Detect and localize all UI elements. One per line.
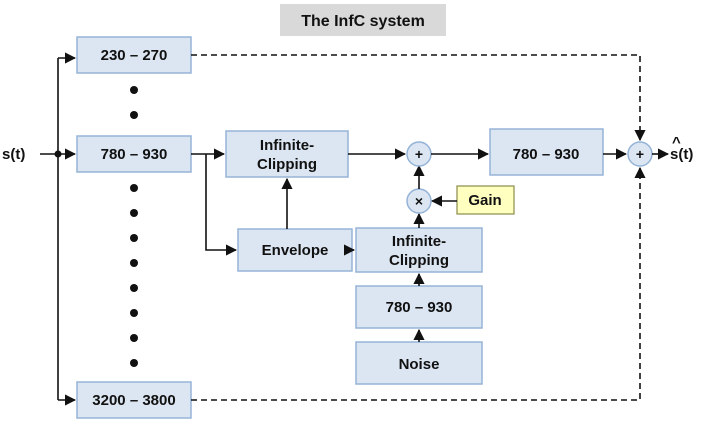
gain-block: Gain <box>456 185 515 215</box>
final-adder-symbol: + <box>636 146 644 162</box>
input-signal-label: s(t) <box>2 146 25 163</box>
output-signal-label: s(t) <box>670 146 693 163</box>
output-filter-label: 780 – 930 <box>513 146 580 163</box>
band-bottom-label: 3200 – 3800 <box>92 392 175 409</box>
envelope-block: Envelope <box>237 228 353 272</box>
noise-label: Noise <box>399 356 440 373</box>
infinite-clipping-block-2: Infinite- Clipping <box>355 227 483 273</box>
clip1-line2: Clipping <box>257 156 317 173</box>
middle-to-envelope-arrow <box>205 154 238 256</box>
title-group: The InfC system <box>280 4 446 36</box>
diagram-title: The InfC system <box>301 13 425 30</box>
multiplier-symbol: × <box>415 193 423 209</box>
band-filter-bottom: 3200 – 3800 <box>76 381 192 419</box>
gain-label: Gain <box>468 192 501 209</box>
noise-filter-label: 780 – 930 <box>386 299 453 316</box>
bottom-band-bypass-dashed <box>191 166 646 401</box>
band-middle-label: 780 – 930 <box>101 146 168 163</box>
ellipsis-dots-lower <box>130 184 138 367</box>
clip2-line2: Clipping <box>389 252 449 269</box>
output-filter-block: 780 – 930 <box>489 128 604 176</box>
multiplier-node: × <box>406 188 432 214</box>
ellipsis-dots-upper <box>130 86 138 119</box>
output-hat-mark: ^ <box>672 134 681 151</box>
band-filter-middle: 780 – 930 <box>76 135 192 173</box>
adder-symbol: + <box>415 146 423 162</box>
noise-block: Noise <box>355 341 483 385</box>
infinite-clipping-block-1: Infinite- Clipping <box>225 130 349 178</box>
final-adder-node: + <box>627 141 653 167</box>
band-filter-top: 230 – 270 <box>76 36 192 74</box>
adder-node: + <box>406 141 432 167</box>
envelope-label: Envelope <box>262 242 329 259</box>
clip2-line1: Infinite- <box>392 233 446 250</box>
clip1-line1: Infinite- <box>260 137 314 154</box>
noise-filter-block: 780 – 930 <box>355 285 483 329</box>
band-top-label: 230 – 270 <box>101 47 168 64</box>
top-band-bypass-dashed <box>191 54 646 142</box>
